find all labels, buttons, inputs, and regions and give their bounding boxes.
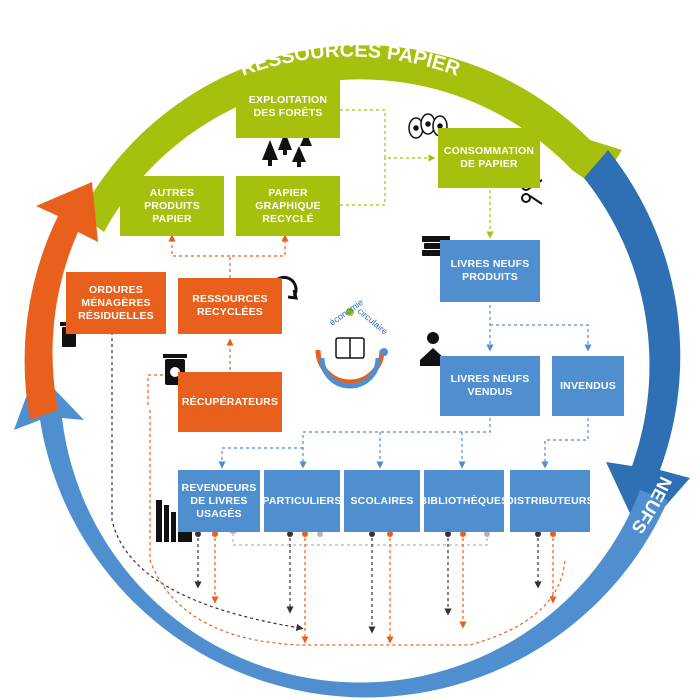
box-livres-neufs-vendus: LIVRES NEUFS VENDUS [440,356,540,416]
box-particuliers: PARTICULIERS [262,470,341,532]
ring-arc-green [80,45,622,232]
box-papier-graphique-recycle: PAPIER GRAPHIQUE RECYCLÉ [236,176,340,236]
box-exploitation-forets: EXPLOITATION DES FORÊTS [236,76,340,138]
box-autres-produits-papier: AUTRES PRODUITS PAPIER [120,176,224,236]
arrow-exploitation-consommation [340,109,436,162]
box-invendus: INVENDUS [552,356,624,416]
trees-icon [262,132,312,167]
ring-label-left: FIN DE VIE [0,301,22,398]
box-consommation-papier: CONSOMMATION DE PAPIER [438,128,540,188]
arrow-invendus-distributeurs [541,418,589,469]
logo-word-circulaire: circulaire [356,306,390,337]
arrow-ressources-papier [229,234,289,278]
arrow-grey-loop [229,526,488,546]
box-scolaires: SCOLAIRES [344,470,420,532]
box-recuperateurs: RÉCUPÉRATEURS [178,372,282,432]
box-ordures-menageres: ORDURES MÉNAGÈRES RÉSIDUELLES [66,272,166,334]
arrow-ressources-autres [168,234,230,257]
box-bibliotheques: BIBLIOTHÈQUES [420,470,508,532]
arrow-papier-consommation [340,158,386,206]
arrow-vendus-revendeurs [218,447,303,469]
ring-arc-orange [24,182,99,420]
connector-dots [195,531,556,537]
economie-circulaire-logo: économie circulaire [315,297,390,389]
box-distributeurs: DISTRIBUTEURS [506,470,594,532]
box-ressources-recyclees: RESSOURCES RECYCLÉES [178,278,282,334]
box-revendeurs-livres-usages: REVENDEURS DE LIVRES USAGÉS [178,470,260,532]
box-livres-neufs-produits: LIVRES NEUFS PRODUITS [440,240,540,302]
arrow-produits-invendus [490,324,592,352]
reader-icon [420,332,446,366]
ring-arc-darkblue [584,150,690,535]
